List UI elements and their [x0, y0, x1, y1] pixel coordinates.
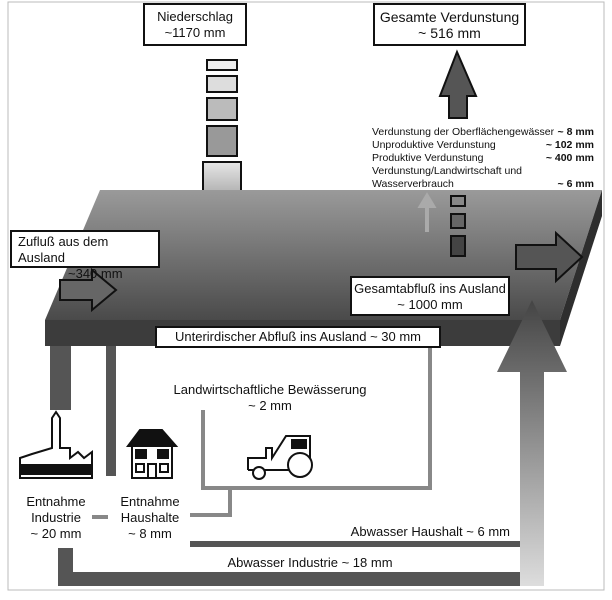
wastewater-industry-label: Abwasser Industrie ~ 18 mm [227, 555, 393, 570]
evaporation-row: Produktive Verdunstung ~ 400 mm [372, 152, 594, 165]
household-withdrawal-pipe [106, 346, 116, 476]
inflow-title: Zufluß aus dem Ausland [18, 234, 109, 265]
wastewater-household-pipe [190, 541, 525, 547]
evaporation-row: Unproduktive Verdunstung ~ 102 mm [372, 139, 594, 152]
evaporation-label: Verdunstung/Landwirtschaft und [372, 165, 523, 177]
evaporation-value: ~ 6 mm [557, 178, 594, 190]
underground-outflow-label: Unterirdischer Abfluß ins Ausland ~ 30 m… [174, 329, 422, 344]
house-icon [126, 429, 179, 479]
irrigation-pipe [201, 346, 432, 490]
industry-value: ~ 20 mm [30, 526, 82, 541]
household-to-irrigation-pipe [190, 488, 232, 517]
evaporation-value: ~ 102 mm [545, 139, 594, 151]
outflow-title: Gesamtabfluß ins Ausland [354, 281, 506, 296]
factory-icon [19, 410, 93, 479]
outflow-arrow [515, 230, 584, 284]
wastewater-return-arrow [497, 300, 567, 586]
households-line2: Haushalte [120, 510, 180, 525]
tractor-icon [247, 435, 313, 480]
industry-line1: Entnahme [26, 494, 86, 509]
inflow-arrow [59, 267, 118, 313]
surface-evaporation-arrow [417, 192, 437, 232]
evaporation-label: Verdunstung der Oberflächengewässer [372, 126, 555, 138]
industry-withdrawal-pipe [50, 346, 71, 410]
wastewater-household-label: Abwasser Haushalt ~ 6 mm [350, 524, 510, 539]
households-label: Entnahme Haushalte ~ 8 mm [110, 494, 190, 542]
evaporation-value: ~ 8 mm [557, 126, 594, 138]
evaporation-label: Wasserverbrauch [372, 178, 454, 190]
evaporation-row: Verdunstung/Landwirtschaft und [372, 165, 594, 178]
evaporation-value: ~ 400 mm [545, 152, 594, 164]
evaporation-arrow [438, 49, 478, 257]
land-slab-side [560, 190, 602, 346]
households-value: ~ 8 mm [128, 526, 172, 541]
outflow-box: Gesamtabfluß ins Ausland ~ 1000 mm [350, 276, 510, 316]
evaporation-breakdown: Verdunstung der Oberflächengewässer~ 8 m… [372, 126, 594, 191]
precipitation-box: Niederschlag ~1170 mm [143, 3, 247, 46]
inflow-box: Zufluß aus dem Ausland ~340 mm [10, 230, 160, 281]
frame [7, 1, 605, 591]
precipitation-value: ~1170 mm [164, 25, 226, 40]
precipitation-title: Niederschlag [157, 9, 233, 24]
inflow-value: ~340 mm [68, 266, 123, 281]
irrigation-value: ~ 2 mm [248, 398, 292, 413]
total-evaporation-title: Gesamte Verdunstung [379, 9, 520, 25]
evaporation-row: Verdunstung der Oberflächengewässer~ 8 m… [372, 126, 594, 139]
households-line1: Entnahme [120, 494, 180, 509]
underground-outflow-box: Unterirdischer Abfluß ins Ausland ~ 30 m… [155, 326, 441, 348]
industry-line2: Industrie [31, 510, 81, 525]
irrigation-label: Landwirtschaftliche Bewässerung ~ 2 mm [140, 382, 400, 414]
outflow-value: ~ 1000 mm [397, 297, 463, 312]
evaporation-label: Unproduktive Verdunstung [372, 139, 496, 151]
irrigation-title: Landwirtschaftliche Bewässerung [173, 382, 367, 397]
industry-label: Entnahme Industrie ~ 20 mm [16, 494, 96, 542]
evaporation-row: Wasserverbrauch ~ 6 mm [372, 178, 594, 191]
total-evaporation-value: ~ 516 mm [418, 25, 481, 41]
wastewater-industry-pipe [58, 548, 520, 586]
evaporation-label: Produktive Verdunstung [372, 152, 484, 164]
total-evaporation-box: Gesamte Verdunstung ~ 516 mm [373, 3, 526, 46]
